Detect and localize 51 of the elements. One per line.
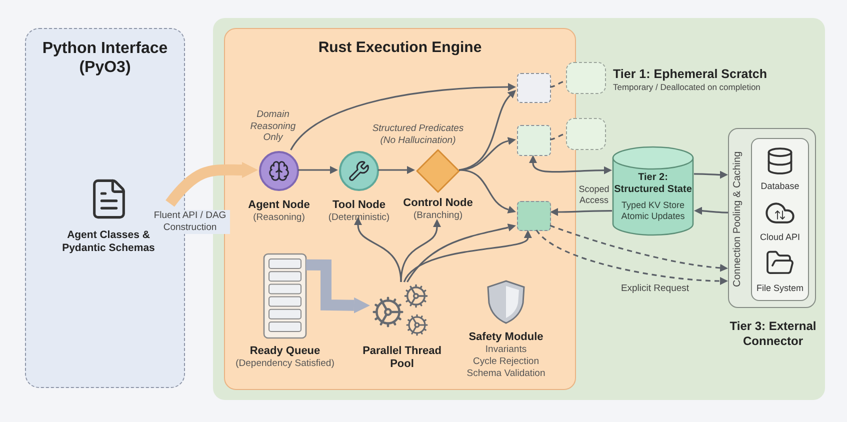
arrow [550,208,612,216]
node-sublabel: Cycle Rejection [473,356,539,368]
annotation-label: Scoped Access [578,184,610,206]
node-sublabel: (Dependency Satisfied) [236,358,334,370]
arrow [694,206,728,215]
scratch-bubble [566,118,606,150]
panel-title: Rust Execution Engine [317,39,483,57]
annotation-note: Structured Predicates (No Hallucination) [371,123,465,146]
tier-description: Temporary / Deallocated on completion [613,82,760,93]
arrow [458,169,516,214]
dashed-line [550,133,566,140]
resource-panel [751,138,809,301]
arrow [529,155,612,174]
engine-panel [224,28,576,390]
node-label: Tool Node [332,199,386,212]
arrow [694,170,728,179]
arrow [290,83,516,150]
node-sublabel: (Deterministic) [328,212,390,224]
node-sublabel: (Branching) [413,210,463,222]
node-sublabel: Typed KV Store Atomic Updates [620,200,686,222]
resource-label: Cloud API [760,232,800,242]
arrow [458,137,516,171]
arrow [458,89,516,171]
tier-heading: Tier 3: External Connector [728,319,818,349]
panel-title: Python Interface (PyO3) [41,39,169,78]
tier-heading: Tier 1: Ephemeral Scratch [613,67,768,82]
dashed-arrow [536,229,728,285]
node-label: Tier 2: Structured State [614,172,692,196]
node-sublabel: (Reasoning) [253,212,305,224]
node-label: Ready Queue [250,345,320,358]
node-label: Parallel Thread Pool [362,345,442,371]
arrow [403,231,532,282]
flow-arrow [306,259,370,314]
node-sublabel: Schema Validation [466,368,546,380]
arrow [400,219,441,282]
node-label: Safety Module [468,331,544,344]
arrow [354,217,402,282]
node-label: Agent Node [248,199,310,212]
annotation-note: Domain Reasoning Only [249,109,297,144]
memory-slot [517,73,551,103]
node-sublabel: Invariants [485,344,527,356]
dashed-arrow [550,224,728,272]
arrow [298,166,338,174]
memory-slot [517,125,551,156]
arrow [378,166,415,174]
memory-slot [517,201,551,231]
resource-label: File System [756,283,804,294]
resource-label: Database [760,181,800,192]
arrow [406,224,516,282]
vertical-label: Connection Pooling & Caching [732,150,744,289]
node-label: Control Node [403,197,473,210]
